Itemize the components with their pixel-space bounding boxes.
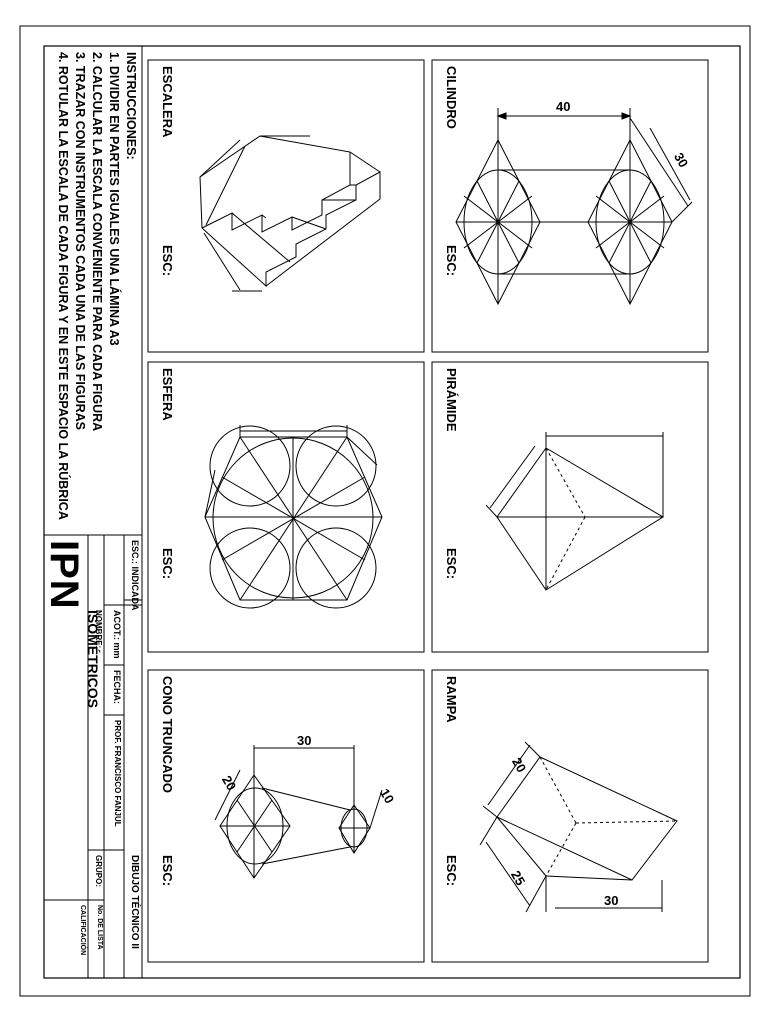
inner-frame	[43, 45, 741, 979]
course-label: DIBUJO TÉCNICO II	[129, 855, 140, 949]
esfera-drawing	[204, 425, 383, 609]
panel-cono-frame	[147, 669, 425, 963]
lista-label: No. DE LISTA	[96, 905, 103, 950]
instruction-1: 1. DIVIDIR EN PARTES IGUALES UNA LÁMINA …	[107, 52, 121, 346]
cono-esc: ESC:	[160, 855, 175, 887]
instruction-4: 4. ROTULAR LA ESCALA DE CADA FIGURA Y EN…	[56, 52, 70, 520]
panel-rampa-frame	[431, 669, 709, 963]
panel-escalera-frame	[147, 59, 425, 353]
fecha-label: FECHA:	[112, 670, 122, 704]
esc-label: ESC.: INDICADA	[130, 540, 140, 611]
rampa-drawing	[479, 741, 678, 913]
panel-cilindro-frame	[431, 59, 709, 353]
cono-title: CONO TRUNCADO	[160, 676, 175, 793]
cilindro-drawing	[455, 108, 693, 306]
panel-esfera-frame	[147, 361, 425, 653]
cilindro-title: CILINDRO	[444, 66, 459, 129]
rampa-dim-30: 30	[604, 893, 619, 908]
cono-drawing	[214, 745, 383, 879]
instruction-2: 2. CALCULAR LA ESCALA CONVENIENTE PARA C…	[90, 52, 104, 432]
esfera-esc: ESC:	[160, 548, 175, 580]
esfera-title: ESFERA	[160, 368, 175, 421]
prof-label: PROF. FRANCISCO FANJUL	[113, 720, 122, 827]
grupo-label: GRUPO:	[94, 855, 103, 887]
rampa-title: RAMPA	[444, 676, 459, 723]
panel-piramide-frame	[431, 361, 709, 653]
instruction-3: 3. TRAZAR CON INSTRUMENTOS CADA UNA DE L…	[73, 52, 87, 431]
escalera-drawing	[199, 135, 381, 292]
rampa-esc: ESC:	[444, 855, 459, 887]
acot-label: ACOT.: mm	[112, 610, 122, 659]
cono-dim-30: 30	[297, 733, 312, 748]
ipn-logo: IPN	[42, 540, 86, 610]
calif-label: CALIFICACIÓN	[79, 905, 86, 956]
cilindro-esc: ESC:	[444, 245, 459, 277]
escalera-title: ESCALERA	[160, 66, 175, 138]
title-block-lines	[44, 534, 142, 978]
piramide-title: PIRÁMIDE	[444, 368, 459, 432]
cilindro-dim-40: 40	[556, 99, 571, 114]
nombre-label: NOMBRE:	[94, 610, 103, 649]
piramide-esc: ESC:	[444, 548, 459, 580]
instructions-heading: INSTRUCCIONES:	[124, 52, 138, 160]
escalera-esc: ESC:	[160, 245, 175, 277]
outer-frame	[19, 25, 751, 997]
piramide-drawing	[485, 432, 664, 591]
